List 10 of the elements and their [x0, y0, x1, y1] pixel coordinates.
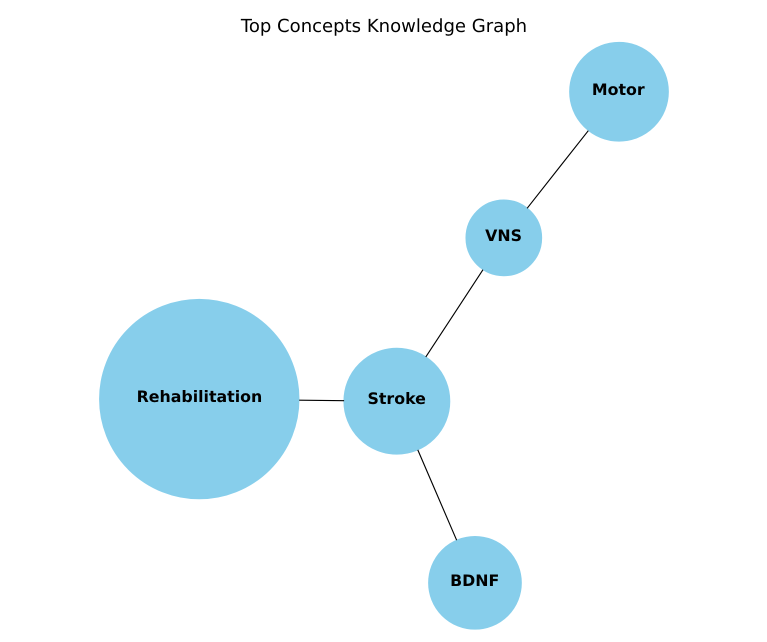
connector: [416, 450, 457, 540]
node-circle: Rehabilitation: [98, 298, 299, 500]
connector: [424, 269, 483, 358]
connector: [298, 400, 344, 402]
connector: [526, 130, 588, 209]
node-circle: VNS: [464, 200, 542, 276]
node-circle: Stroke: [342, 348, 450, 455]
node-circle: Motor: [568, 42, 668, 142]
node-circle: BDNF: [428, 536, 522, 630]
diagram-title: Top Concepts Knowledge Graph: [240, 16, 527, 37]
